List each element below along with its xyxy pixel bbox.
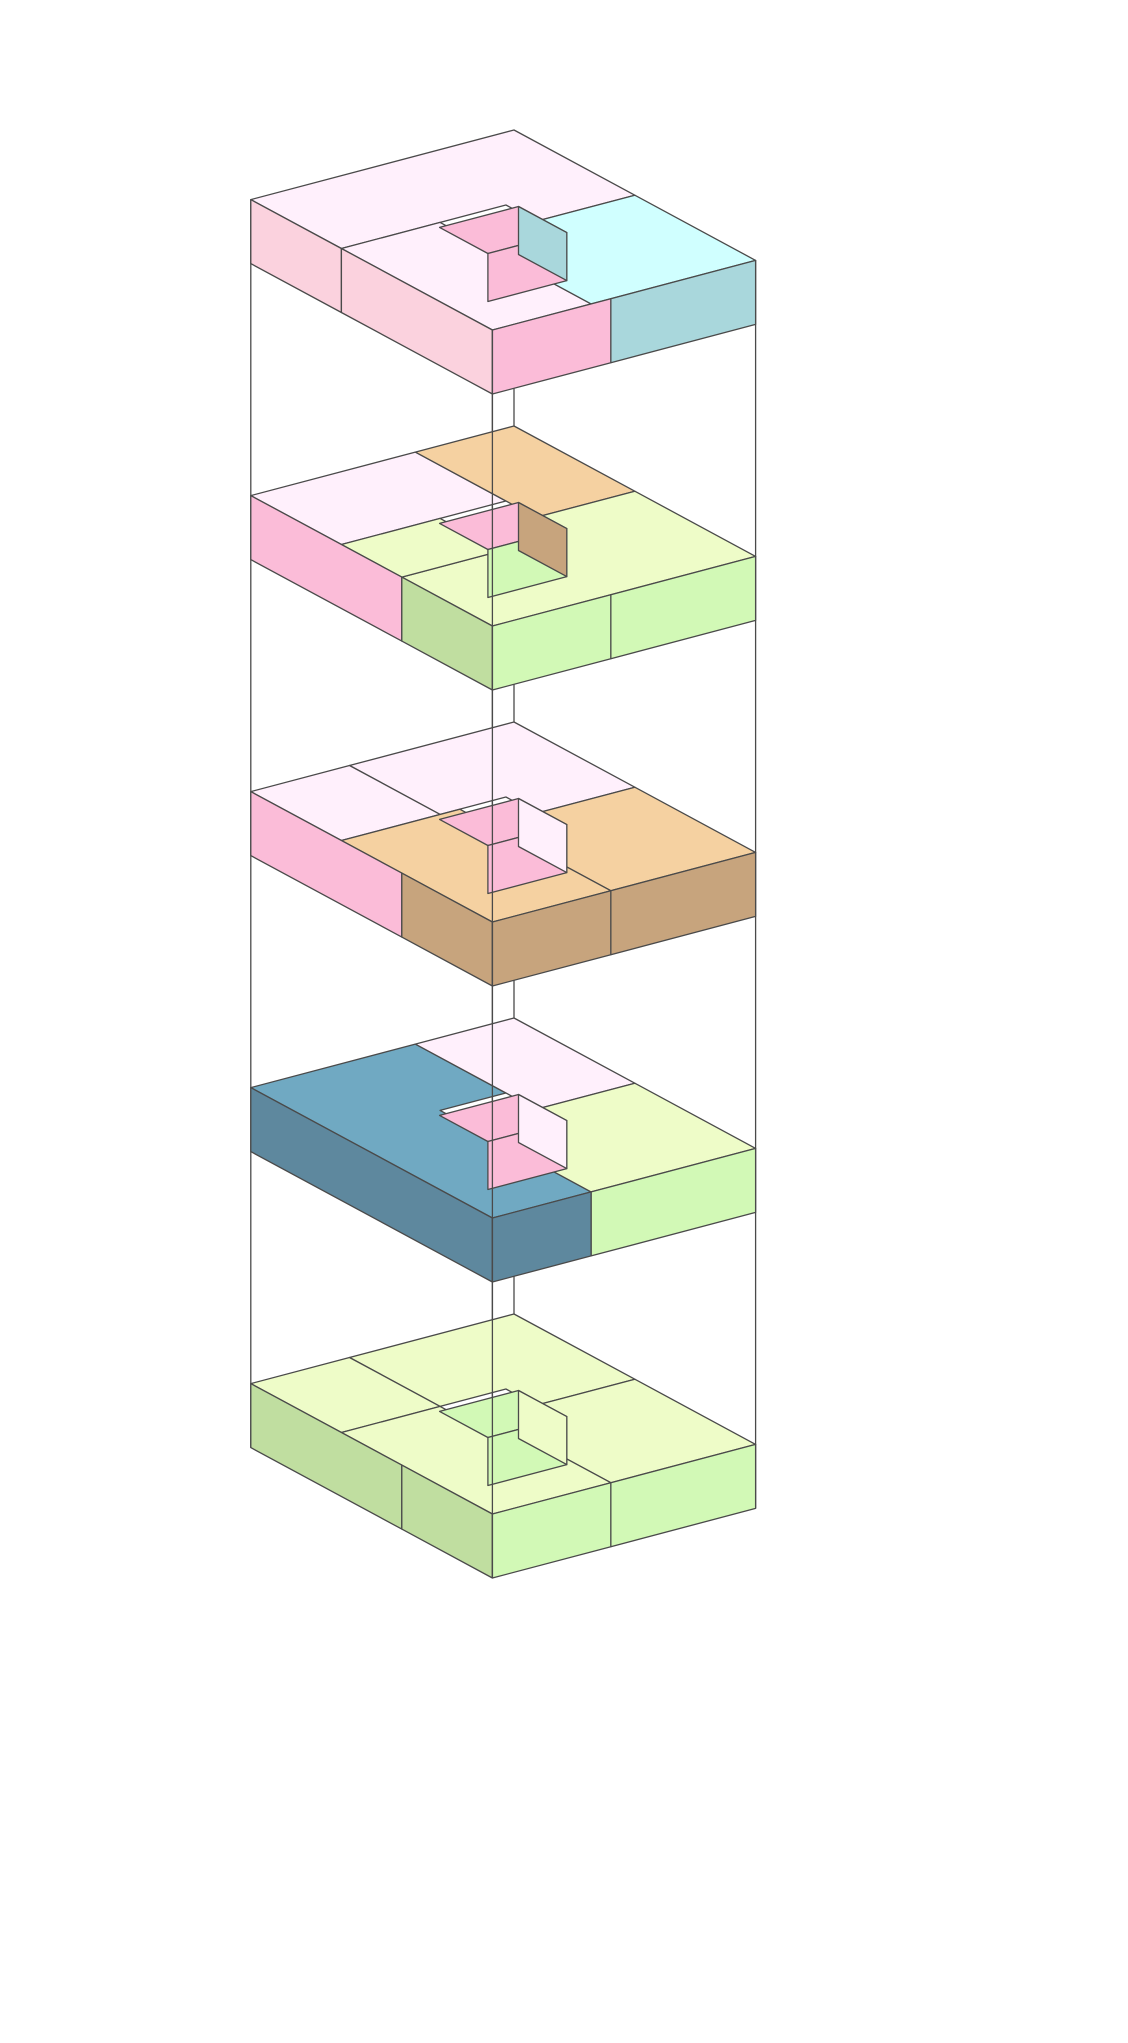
center-hole-wall [517, 797, 568, 874]
center-hole-wall [517, 1389, 568, 1466]
center-hole-wall [517, 205, 568, 282]
center-hole-wall [517, 501, 568, 578]
center-hole-wall [517, 1093, 568, 1170]
